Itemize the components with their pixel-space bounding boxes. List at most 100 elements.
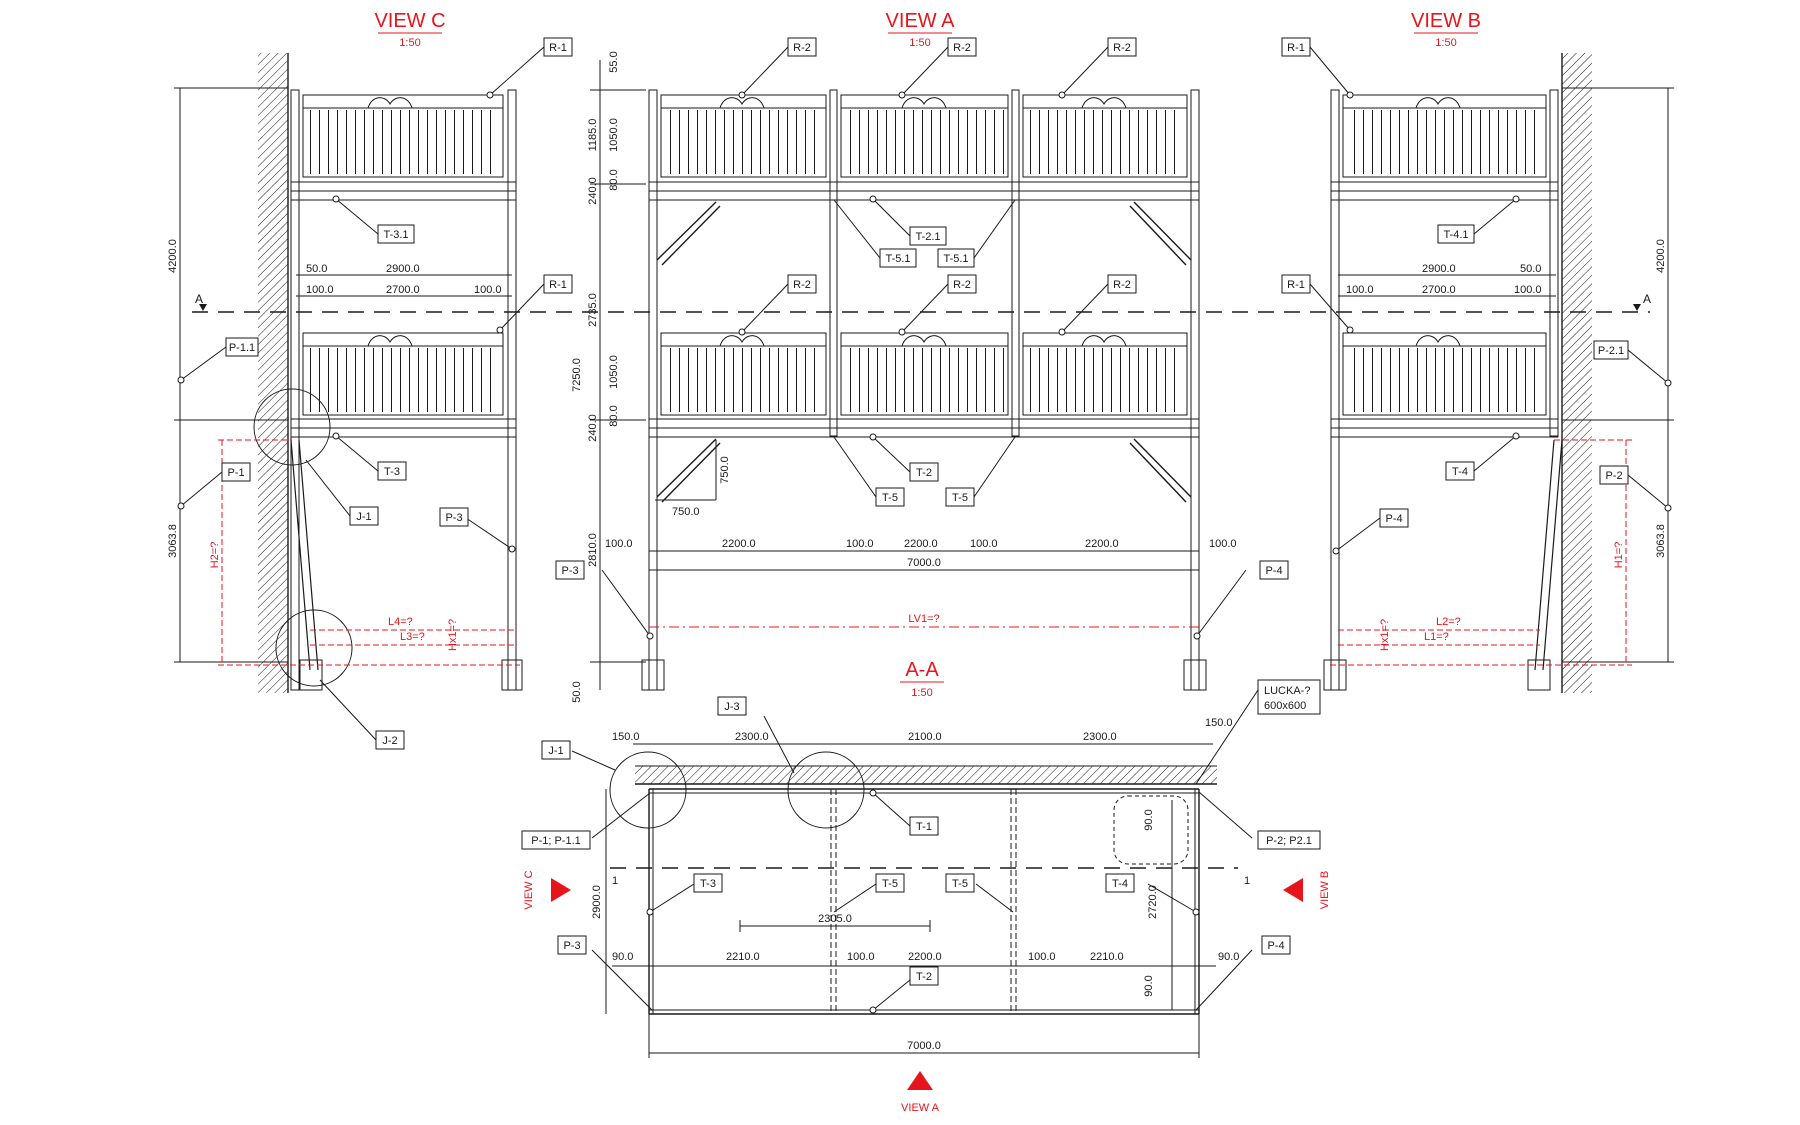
svg-text:T-5.1: T-5.1 <box>885 253 910 265</box>
view-c-railing-lower <box>302 332 504 416</box>
view-b-unknowns: H1=? L2=? L1=? Hx1=? <box>1330 439 1632 666</box>
view-a-column-right <box>1190 89 1200 691</box>
tag-view-b-r1-mid: R-1 <box>1281 274 1354 334</box>
view-a-brace-750-v: 750.0 <box>719 456 731 484</box>
view-b-l2: L2=? <box>1436 616 1461 628</box>
plan-dim-150b: 150.0 <box>1205 717 1233 729</box>
svg-text:R-1: R-1 <box>549 279 567 291</box>
tag-view-c-p11: P-1.1 <box>177 337 259 384</box>
plan-dim-m100b: 100.0 <box>1028 951 1056 963</box>
view-b-h1: H1=? <box>1613 542 1625 569</box>
view-b-dim-50: 50.0 <box>1520 263 1541 275</box>
tag-view-c-j2: J-2 <box>319 679 405 750</box>
svg-text:J-2: J-2 <box>382 735 397 747</box>
plan-dim-2305: 2305.0 <box>818 913 852 925</box>
tag-view-a-r2-3: R-2 <box>1058 37 1137 99</box>
section-title-block: A-A 1:50 <box>900 659 944 699</box>
view-b-dim-2700: 2700.0 <box>1422 284 1456 296</box>
plan-hatch-opening <box>1113 795 1189 865</box>
view-a-vertical-dims: 55.0 1185.0 1050.0 80.0 240.0 2735.0 725… <box>571 51 731 702</box>
view-a-dim-80b: 80.0 <box>608 405 620 426</box>
plan-dim-m2210a: 2210.0 <box>726 951 760 963</box>
view-a-dim-100b: 100.0 <box>846 538 874 550</box>
view-a-railing-upper-2 <box>840 94 1009 178</box>
view-c-column-p1 <box>290 89 300 691</box>
plan-dim-m2200: 2200.0 <box>908 951 942 963</box>
view-c-dim-4200: 4200.0 <box>167 239 179 273</box>
svg-text:P-2; P2.1: P-2; P2.1 <box>1266 835 1312 847</box>
view-b-dim-100a: 100.0 <box>1346 284 1374 296</box>
tag-view-a-r2-5: R-2 <box>898 274 977 336</box>
tag-view-a-t5b: T-5 <box>945 436 1016 507</box>
view-c-title: VIEW C <box>374 10 445 32</box>
tag-view-b-r1-top: R-1 <box>1281 37 1354 99</box>
tag-plan-t5b: T-5 <box>945 873 1014 913</box>
svg-text:T-5.1: T-5.1 <box>943 253 968 265</box>
plan-dim-2100: 2100.0 <box>908 731 942 743</box>
svg-text:T-5: T-5 <box>952 492 968 504</box>
view-a-horizontal-dims: 100.0 2200.0 100.0 2200.0 100.0 2200.0 1… <box>605 538 1237 569</box>
tag-plan-t5a: T-5 <box>833 873 905 913</box>
svg-text:T-4: T-4 <box>1112 878 1128 890</box>
tag-view-b-p2: P-2 <box>1599 465 1672 512</box>
plan-cut-mark-left: 1 <box>612 875 618 887</box>
plan-dims: 150.0 2300.0 2100.0 2300.0 150.0 90.0 29… <box>591 717 1239 1052</box>
svg-text:R-1: R-1 <box>1287 279 1305 291</box>
tag-plan-t2: T-2 <box>869 966 939 1014</box>
view-c-dim-50: 50.0 <box>306 263 327 275</box>
svg-text:T-3: T-3 <box>384 466 400 478</box>
plan-section <box>605 743 1217 1058</box>
view-a-dim-100a: 100.0 <box>605 538 633 550</box>
view-b-dim-4200: 4200.0 <box>1655 239 1667 273</box>
svg-text:T-4.1: T-4.1 <box>1443 229 1468 241</box>
view-c-tags: R-1 T-3.1 R-1 P-1.1 T-3 P-1 J-1 P-3 J-2 <box>177 37 573 750</box>
tag-view-a-r2-2: R-2 <box>898 37 977 99</box>
view-a-title-block: VIEW A 1:50 <box>886 10 956 49</box>
view-a-column-left <box>648 89 658 691</box>
plan-dim-2900: 2900.0 <box>591 885 603 919</box>
view-b-title: VIEW B <box>1411 10 1481 32</box>
svg-text:J-1: J-1 <box>356 511 371 523</box>
svg-text:R-2: R-2 <box>793 42 811 54</box>
view-a-brace-750-h: 750.0 <box>672 506 700 518</box>
tag-plan-p2: P-2; P2.1 <box>1198 791 1321 850</box>
tag-plan-p1: P-1; P-1.1 <box>521 792 651 850</box>
tag-plan-t4: T-4 <box>1105 873 1200 916</box>
tag-plan-p3: P-3 <box>557 935 653 1011</box>
plan-dim-150a: 150.0 <box>612 731 640 743</box>
view-a-elevation <box>590 60 1207 691</box>
svg-text:P-2.1: P-2.1 <box>1598 345 1624 357</box>
section-mark-right: A <box>1643 292 1651 306</box>
tag-plan-t1: T-1 <box>869 789 939 836</box>
view-a-dim-100c: 100.0 <box>970 538 998 550</box>
svg-text:R-1: R-1 <box>549 42 567 54</box>
plan-cut-line: 1 1 <box>610 867 1250 887</box>
tag-view-c-t3: T-3 <box>332 432 407 481</box>
tag-plan-j3: J-3 <box>717 696 795 774</box>
view-c-dim-100b: 100.0 <box>474 284 502 296</box>
view-c-h2: H2=? <box>209 542 221 569</box>
svg-text:P-1.1: P-1.1 <box>229 342 255 354</box>
view-c-dim-3063: 3063.8 <box>167 524 179 558</box>
view-a-dim-2200a: 2200.0 <box>722 538 756 550</box>
svg-text:P-2: P-2 <box>1605 470 1622 482</box>
view-a-tags: R-2 R-2 R-2 T-2.1 T-5.1 T-5.1 R-2 R-2 R-… <box>555 37 1289 640</box>
view-a-dim-1050a: 1050.0 <box>608 118 620 152</box>
plan-dim-m90b: 90.0 <box>1218 951 1239 963</box>
view-b-arrow-icon <box>1283 878 1303 902</box>
view-c-arrow-label: VIEW C <box>523 870 535 909</box>
tag-view-a-r2-6: R-2 <box>1058 274 1137 336</box>
view-b-dim-2900: 2900.0 <box>1422 263 1456 275</box>
svg-text:P-3: P-3 <box>561 565 578 577</box>
tag-view-b-t41: T-4.1 <box>1437 195 1520 244</box>
view-b-tags: R-1 T-4.1 R-1 P-2.1 T-4 P-2 P-4 <box>1281 37 1672 555</box>
section-scale: 1:50 <box>911 687 932 699</box>
view-b-dim-100b: 100.0 <box>1514 284 1542 296</box>
tag-view-a-t2: T-2 <box>869 433 939 482</box>
svg-text:R-1: R-1 <box>1287 42 1305 54</box>
svg-text:J-3: J-3 <box>724 701 739 713</box>
tag-view-a-p3: P-3 <box>555 560 654 640</box>
svg-text:R-2: R-2 <box>1113 279 1131 291</box>
tag-view-a-r2-4: R-2 <box>738 274 817 336</box>
plan-dim-m2210b: 2210.0 <box>1090 951 1124 963</box>
